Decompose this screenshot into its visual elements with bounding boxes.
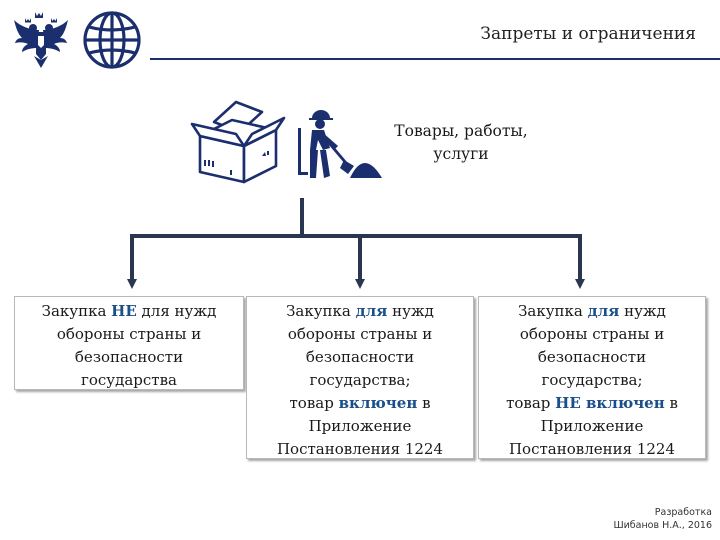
card-text-run: безопасности: [537, 348, 647, 366]
card-line: товар НЕ включен в: [485, 392, 699, 415]
card-text-run: в: [417, 394, 431, 412]
card-text-run: Закупка: [286, 302, 356, 320]
card-line: Постановления 1224: [253, 438, 467, 461]
card-line: Приложение: [253, 415, 467, 438]
card-line: государства;: [253, 369, 467, 392]
credit-line-2: Шибанов Н.А., 2016: [613, 520, 712, 531]
card-line: обороны страны и: [485, 323, 699, 346]
card-text: Закупка НЕ для нужд обороны страны и безоп…: [21, 300, 237, 392]
card-highlight: для: [355, 302, 388, 320]
card-line: Постановления 1224: [485, 438, 699, 461]
author-credit: Разработка Шибанов Н.А., 2016: [613, 506, 712, 532]
card-line: Приложение: [485, 415, 699, 438]
card-text-run: нужд: [619, 302, 666, 320]
card-text-run: Закупка: [518, 302, 588, 320]
card-text-run: обороны страны и: [519, 325, 665, 343]
card-text-run: нужд: [387, 302, 434, 320]
page-title: Запреты и ограничения: [480, 24, 696, 44]
card-text: Закупка для нужд обороны страны и безопасн…: [485, 300, 699, 461]
card-line: безопасности: [253, 346, 467, 369]
card-text-run: государства: [81, 371, 177, 389]
card-highlight: НЕ: [111, 302, 137, 320]
card-text-run: в: [664, 394, 678, 412]
worker-shoveling-icon: [298, 110, 382, 178]
goods-works-services-label: Товары, работы, услуги: [394, 122, 528, 163]
credit-line-1: Разработка: [654, 507, 712, 518]
card-line: Закупка НЕ для нужд: [21, 300, 237, 323]
card-text-run: государства;: [309, 371, 411, 389]
card-text-run: государства;: [541, 371, 643, 389]
title-divider: [150, 58, 720, 60]
card-text-run: товар: [289, 394, 339, 412]
card-text-run: Закупка: [41, 302, 112, 320]
card-text-run: товар: [506, 394, 556, 412]
card-line: обороны страны и: [253, 323, 467, 346]
card-highlight: для: [587, 302, 620, 320]
card-line: обороны страны и: [21, 323, 237, 346]
card-line: Закупка для нужд: [485, 300, 699, 323]
card-text-run: Постановления 1224: [508, 440, 676, 458]
card-text: Закупка для нужд обороны страны и безопасн…: [253, 300, 467, 461]
card-line: государства;: [485, 369, 699, 392]
card-text-run: Постановления 1224: [276, 440, 444, 458]
card-text-run: обороны страны и: [287, 325, 433, 343]
globe-icon: [83, 11, 141, 69]
card-highlight: НЕ включен: [555, 394, 665, 412]
card-line: безопасности: [485, 346, 699, 369]
card-highlight: включен: [338, 394, 418, 412]
card-text-run: Приложение: [540, 417, 644, 435]
case-card-defense-not-included: Закупка для нужд обороны страны и безопасн…: [478, 296, 706, 459]
case-card-defense-included: Закупка для нужд обороны страны и безопасн…: [246, 296, 474, 459]
card-text-run: обороны страны и: [56, 325, 202, 343]
card-text-run: Приложение: [308, 417, 412, 435]
card-line: безопасности: [21, 346, 237, 369]
card-line: товар включен в: [253, 392, 467, 415]
open-box-icon: [190, 100, 286, 184]
card-text-run: для нужд: [136, 302, 217, 320]
card-text-run: безопасности: [305, 348, 415, 366]
coat-of-arms-icon: [14, 12, 68, 68]
card-line: государства: [21, 369, 237, 392]
card-text-run: безопасности: [74, 348, 184, 366]
case-card-not-for-defense: Закупка НЕ для нужд обороны страны и безоп…: [14, 296, 244, 390]
card-line: Закупка для нужд: [253, 300, 467, 323]
